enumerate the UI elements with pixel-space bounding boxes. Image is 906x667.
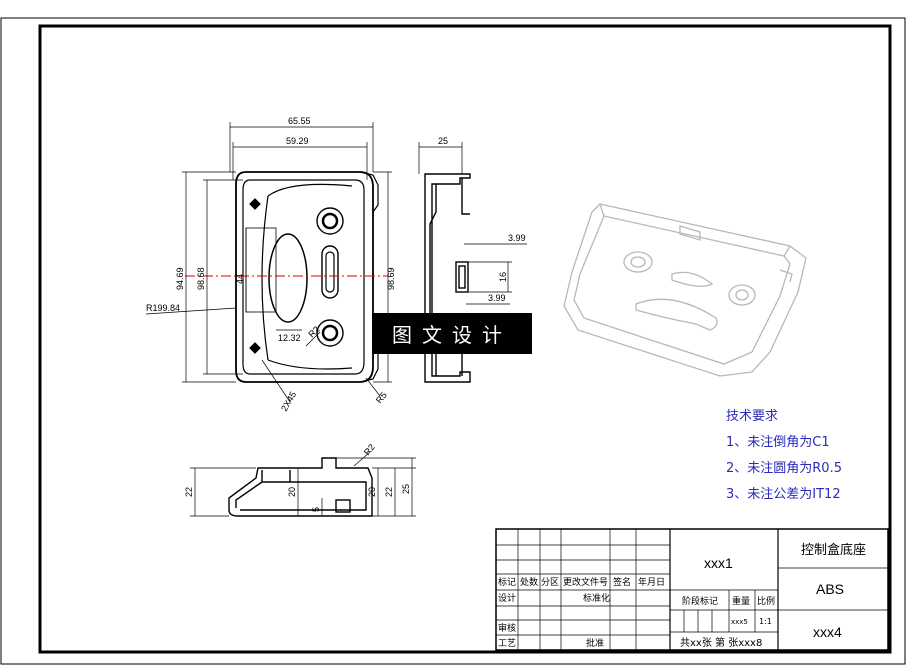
boss-top (316, 207, 344, 235)
tb-material: ABS (816, 581, 844, 597)
dim-16: 16 (498, 272, 508, 282)
requirement-2: 2、未注圆角为R0.5 (726, 461, 842, 476)
dim-3-99-top: 3.99 (508, 233, 526, 243)
front-view (235, 171, 379, 383)
th-date: 年月日 (638, 576, 665, 588)
watermark-banner: 图文设计 (372, 313, 532, 354)
th-change-doc: 更改文件号 (563, 576, 608, 588)
title-block-grid (495, 528, 889, 651)
tb-part-name: 控制盒底座 (801, 542, 866, 558)
dim-98-68: 98.68 (196, 267, 206, 290)
tb-approve: 批准 (586, 637, 604, 649)
dim-94-69: 94.69 (175, 267, 185, 290)
tb-review: 审核 (498, 622, 516, 634)
dim-5: 5 (311, 507, 321, 512)
bottom-dims (190, 451, 416, 517)
dim-3-99-bot: 3.99 (488, 293, 506, 303)
isometric-view (563, 203, 807, 377)
dim-r2-bottom: R2 (362, 442, 377, 457)
tb-standardize: 标准化 (583, 592, 610, 604)
requirement-3: 3、未注公差为IT12 (726, 487, 841, 502)
requirement-1: 1、未注倒角为C1 (726, 435, 830, 450)
tb-process: 工艺 (498, 638, 516, 649)
dim-r199-84: R199.84 (146, 303, 180, 313)
requirements-title: 技术要求 (726, 409, 778, 424)
dim-20-right: 20 (367, 487, 377, 497)
dim-20-mid: 20 (287, 487, 297, 497)
th-sign: 签名 (613, 576, 631, 588)
outer-border (0, 17, 906, 665)
tb-code: xxx4 (813, 624, 842, 640)
bottom-view (228, 457, 373, 517)
drawing-frame (38, 24, 892, 654)
dim-12-32: 12.32 (278, 333, 301, 343)
th-count: 处数 (520, 576, 538, 588)
tb-drawing-no: xxx1 (704, 555, 733, 571)
th-zone: 分区 (541, 577, 559, 588)
dim-65-55: 65.55 (288, 116, 311, 126)
tb-design: 设计 (498, 592, 516, 604)
tb-weight: 重量 (732, 595, 750, 607)
dim-22-left: 22 (184, 487, 194, 497)
tb-scale-value: 1:1 (759, 617, 772, 626)
th-mark: 标记 (498, 576, 516, 588)
dim-22-right: 22 (384, 487, 394, 497)
dim-25-right: 25 (401, 484, 411, 494)
front-dims (145, 122, 392, 403)
tb-weight-value: xxx5 (731, 618, 748, 626)
dim-r5: R5 (374, 390, 389, 405)
boss-bottom (316, 319, 344, 347)
dim-25-side: 25 (438, 136, 448, 146)
tb-sheet-info: 共xx张 第 张xxx8 (680, 636, 762, 649)
tb-scale: 比例 (757, 595, 775, 607)
dim-98-69: 98.69 (386, 267, 396, 290)
side-dims (418, 142, 527, 305)
dim-44: 44 (235, 274, 245, 284)
dim-2x45: 2X45 (279, 390, 298, 413)
dim-59-29: 59.29 (286, 136, 309, 146)
tb-stage-mark: 阶段标记 (682, 595, 718, 607)
